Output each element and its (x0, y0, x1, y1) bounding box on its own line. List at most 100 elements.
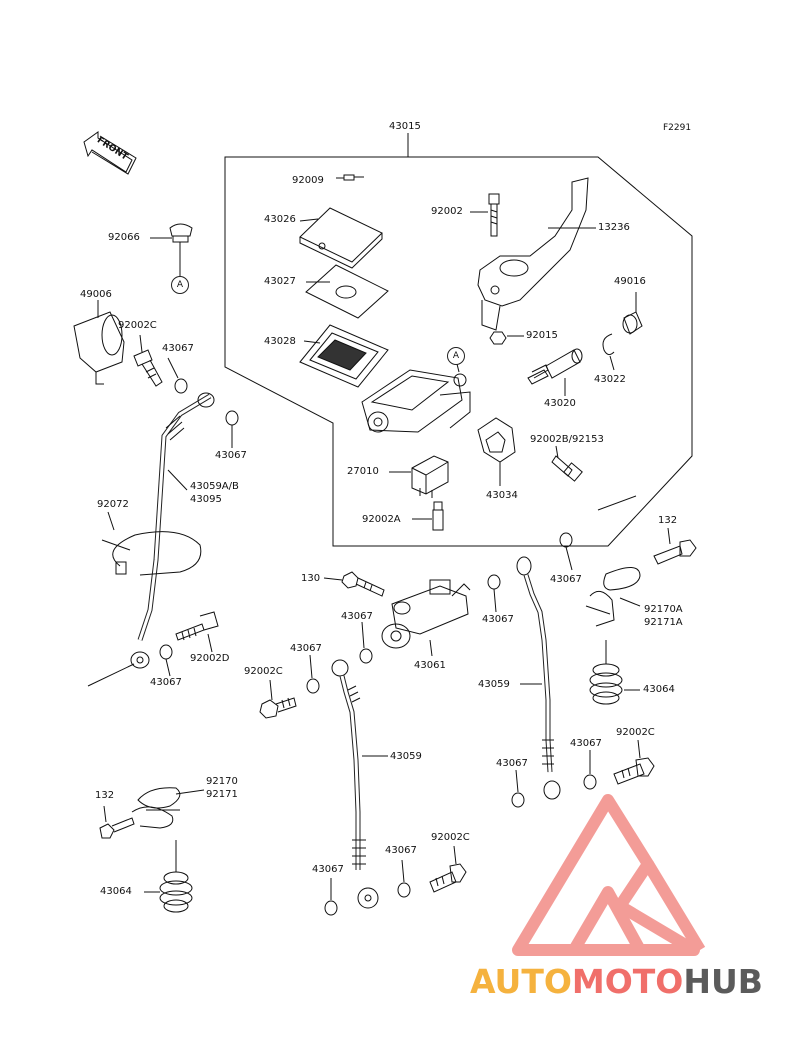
label-43095: 43095 (190, 494, 222, 505)
label-92015: 92015 (526, 330, 558, 341)
label-130: 130 (301, 573, 321, 584)
brake-lever-13236 (477, 177, 596, 331)
screw-92002a (412, 501, 444, 531)
label-43022: 43022 (594, 374, 626, 385)
label-43067-c: 43067 (150, 677, 182, 688)
washer-43067-c (159, 644, 173, 677)
label-92170: 92170 (206, 776, 238, 787)
label-92002c-lower: 92002C (431, 832, 470, 843)
label-43067-j: 43067 (496, 758, 528, 769)
label-43059-middle: 43059 (390, 751, 422, 762)
label-92170a: 92170A (644, 604, 683, 615)
label-43015: 43015 (389, 121, 421, 132)
label-43067-d: 43067 (550, 574, 582, 585)
washer-43067-e (359, 621, 373, 664)
bolt-132-left (99, 805, 135, 839)
watermark-logo (512, 794, 706, 956)
label-43067-b: 43067 (215, 450, 247, 461)
label-43067-e: 43067 (341, 611, 373, 622)
label-92002c-mid: 92002C (244, 666, 283, 677)
bolt-92002c-left (133, 334, 163, 387)
hose-43059-middle (331, 659, 388, 909)
front-arrow (83, 131, 137, 175)
washer-43067-d (559, 532, 573, 571)
screw-92009 (336, 174, 364, 181)
washer-43067-h (324, 878, 338, 916)
clip-92170-left (131, 787, 205, 829)
label-92072: 92072 (97, 499, 129, 510)
watermark-wordmark: AUTOMOTOHUB (470, 964, 763, 1000)
bolt-92002c-right (613, 739, 655, 785)
reservoir-cap-43026 (299, 207, 383, 269)
bolt-132-right (653, 527, 697, 565)
switch-27010 (389, 455, 449, 498)
pointer-line-right (597, 495, 637, 511)
washer-43067-b (225, 410, 239, 448)
washer-43067-j (511, 769, 525, 808)
clamp-43034 (477, 417, 516, 486)
label-132-right: 132 (658, 515, 678, 526)
boot-49016 (622, 292, 643, 335)
label-43034: 43034 (486, 490, 518, 501)
label-43064-right: 43064 (643, 684, 675, 695)
label-43027: 43027 (264, 276, 296, 287)
label-92002b-92153: 92002B/92153 (530, 434, 604, 445)
label-43020: 43020 (544, 398, 576, 409)
label-43067-f: 43067 (482, 614, 514, 625)
grommet-43064-right (589, 640, 640, 705)
washer-43067-i (397, 859, 411, 898)
label-43067-a: 43067 (162, 343, 194, 354)
label-49016: 49016 (614, 276, 646, 287)
assembly-outline (224, 156, 693, 547)
label-92009: 92009 (292, 175, 324, 186)
wordmark-auto: AUTO (470, 962, 572, 1001)
label-92002: 92002 (431, 206, 463, 217)
bolt-92002-top (470, 193, 500, 237)
label-27010: 27010 (347, 466, 379, 477)
piston-43020 (527, 348, 583, 396)
washer-43067-k (583, 750, 597, 790)
diaphragm-43028 (299, 324, 389, 388)
bolt-130 (323, 571, 385, 597)
label-43067-g: 43067 (290, 643, 322, 654)
hose-43059-right (516, 556, 561, 800)
label-92171: 92171 (206, 789, 238, 800)
label-132-left: 132 (95, 790, 115, 801)
label-92066: 92066 (108, 232, 140, 243)
bolt-92002b (551, 445, 583, 482)
figure-code: F2291 (663, 123, 692, 133)
junction-43061 (381, 579, 471, 657)
label-13236: 13236 (598, 222, 630, 233)
label-92002d: 92002D (190, 653, 230, 664)
clip-92170a (585, 567, 641, 627)
wordmark-moto: MOTO (571, 962, 684, 1001)
callout-a-upper: A (447, 347, 465, 365)
label-92171a: 92171A (644, 617, 683, 628)
bolt-92002c-lower (429, 845, 467, 893)
washer-43067-g (306, 654, 320, 694)
cap-92066 (150, 223, 193, 276)
pointer-line-left (87, 663, 135, 687)
label-43026: 43026 (264, 214, 296, 225)
nut-92015 (489, 331, 524, 345)
label-92002a: 92002A (362, 514, 401, 525)
label-49006: 49006 (80, 289, 112, 300)
wordmark-hub: HUB (683, 962, 763, 1001)
master-cylinder-body (361, 369, 471, 433)
cover-49006 (73, 300, 125, 385)
bolt-92002c-mid (259, 679, 297, 719)
bolt-92002d (175, 611, 219, 653)
hose-43059ab (130, 392, 215, 669)
circlip-43022 (602, 333, 615, 371)
label-43067-i: 43067 (385, 845, 417, 856)
label-43067-h: 43067 (312, 864, 344, 875)
label-43059ab: 43059A/B (190, 481, 239, 492)
label-43028: 43028 (264, 336, 296, 347)
washer-43067-f (487, 574, 501, 613)
callout-a-left: A (171, 276, 189, 294)
diaphragm-plate-43027 (305, 264, 389, 319)
label-43059-right: 43059 (478, 679, 510, 690)
label-43064-left: 43064 (100, 886, 132, 897)
